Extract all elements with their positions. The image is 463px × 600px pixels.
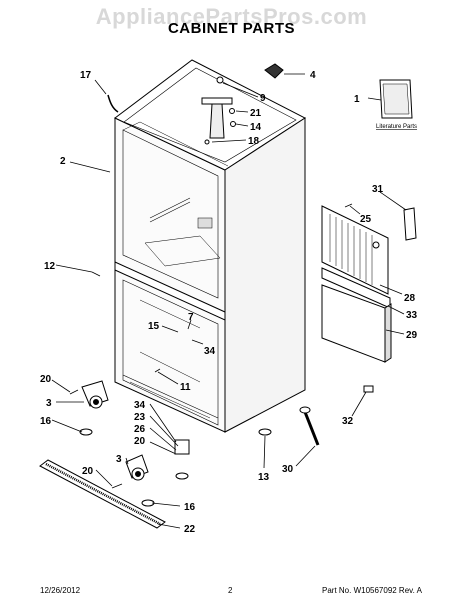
callout-22: 22: [184, 524, 196, 535]
callout-28: 28: [404, 293, 416, 304]
callout-33: 33: [406, 310, 418, 321]
rear-grille-part: [321, 205, 389, 295]
callout-23: 23: [134, 412, 146, 423]
callout-3-lower: 3: [116, 454, 122, 465]
cabinet-body: [114, 59, 306, 433]
callout-34-lower: 34: [134, 400, 146, 411]
callout-7: 7: [188, 312, 194, 323]
callout-15: 15: [148, 321, 160, 332]
callout-16-upper: 16: [40, 416, 52, 427]
literature-label: Literature Parts: [376, 124, 417, 130]
roller-assembly-upper: [79, 380, 109, 436]
top-bracket-part: [201, 76, 236, 145]
callout-13: 13: [258, 472, 270, 483]
callout-1: 1: [354, 94, 360, 105]
leveling-foot-part: [258, 428, 272, 436]
roller-assembly-lower: [125, 454, 155, 507]
callout-4: 4: [310, 70, 316, 81]
callout-12: 12: [44, 261, 56, 272]
callout-20-middle: 20: [134, 436, 146, 447]
callout-25: 25: [360, 214, 372, 225]
callout-9: 9: [260, 93, 266, 104]
top-hinge-part: [264, 63, 284, 79]
literature-part: [379, 79, 413, 119]
callout-34-upper: 34: [204, 346, 216, 357]
callout-16-lower: 16: [184, 502, 196, 513]
callout-17: 17: [80, 70, 92, 81]
screws: [69, 203, 353, 489]
callout-30: 30: [282, 464, 294, 475]
callout-2: 2: [60, 156, 66, 167]
callout-31: 31: [372, 184, 384, 195]
footer-date: 12/26/2012: [40, 586, 81, 595]
leveler-bracket-part: [174, 439, 190, 480]
tube-part: [107, 94, 119, 113]
callout-32: 32: [342, 416, 354, 427]
callout-11: 11: [180, 382, 191, 393]
callout-3-upper: 3: [46, 398, 52, 409]
footer-page-number: 2: [228, 586, 233, 595]
side-bracket-part: [403, 207, 417, 241]
callout-14: 14: [250, 122, 262, 133]
watermark: AppliancePartsPros.com: [95, 4, 368, 29]
callout-21: 21: [250, 108, 262, 119]
callout-20-upper: 20: [40, 374, 52, 385]
callout-29: 29: [406, 330, 418, 341]
base-grille-part: [39, 459, 166, 529]
footer-part-number: Part No. W10567092 Rev. A: [322, 586, 422, 595]
page-title: CABINET PARTS: [167, 20, 296, 37]
callout-26: 26: [134, 424, 146, 435]
callout-20-lower: 20: [82, 466, 94, 477]
callout-18: 18: [248, 136, 260, 147]
clip-part: [363, 385, 374, 393]
rod-part: [299, 406, 320, 446]
